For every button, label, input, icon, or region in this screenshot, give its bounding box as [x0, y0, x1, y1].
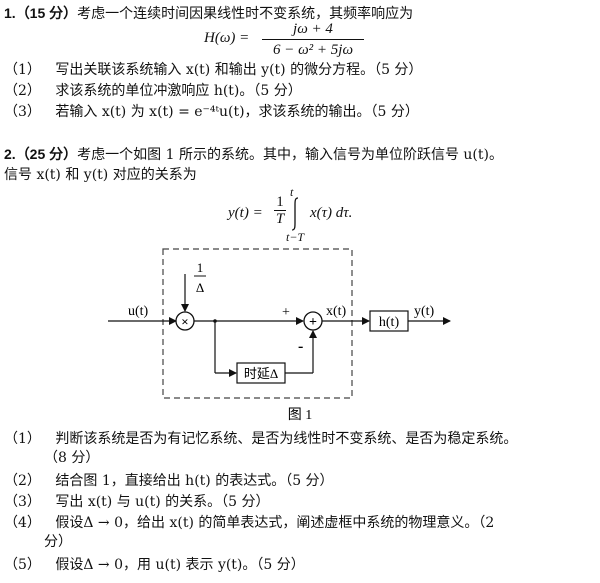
q1-item-1: （1） 写出关联该系统输入 x(t) 和输出 y(t) 的微分方程。（5 分）: [4, 61, 422, 79]
q1-item-3-text: 若输入 x(t) 为 x(t) = e⁻⁴ᵗu(t)，求该系统的输出。（5 分）: [55, 104, 419, 120]
q2-eq-upper-limit: t: [290, 185, 294, 199]
q2-eq-frac-den: T: [275, 211, 285, 227]
q2-item-5-label: （5）: [4, 557, 41, 573]
adder-plus-sign: +: [282, 305, 290, 320]
delay-label: 时延Δ: [244, 366, 278, 381]
q2-item-5: （5） 假设Δ → 0，用 u(t) 表示 y(t)。（5 分）: [4, 556, 305, 574]
q1-eq-lhs: H(ω) =: [204, 30, 250, 46]
q2-eq-lhs: y(t) =: [228, 205, 263, 221]
gain-numerator: 1: [197, 260, 204, 275]
q1-stem: 考虑一个连续时间因果线性时不变系统，其频率响应为: [77, 6, 414, 22]
q2-equation: y(t) = 1 T t t−T x(τ) dτ.: [228, 185, 378, 244]
q1-eq-fraction: jω + 4 6 − ω² + 5jω: [262, 20, 364, 59]
q1-item-2-text: 求该系统的单位冲激响应 h(t)。（5 分）: [55, 83, 302, 99]
q2-number: 2.: [4, 146, 16, 162]
q1-item-3-label: （3）: [4, 104, 41, 120]
q2-item-3-text: 写出 x(t) 与 u(t) 的关系。（5 分）: [55, 494, 270, 510]
adder-minus-sign: -: [298, 338, 303, 355]
q2-item-2-label: （2）: [4, 473, 41, 489]
q2-item-3-label: （3）: [4, 494, 41, 510]
q2-stem-line1: 考虑一个如图 1 所示的系统。其中，输入信号为单位阶跃信号 u(t)。: [77, 147, 503, 163]
q2-item-1: （1） 判断该系统是否为有记忆系统、是否为线性时不变系统、是否为稳定系统。: [4, 430, 517, 448]
q1-item-2-label: （2）: [4, 83, 41, 99]
q1-item-1-label: （1）: [4, 62, 41, 78]
q1-item-3: （3） 若输入 x(t) 为 x(t) = e⁻⁴ᵗu(t)，求该系统的输出。（…: [4, 103, 419, 121]
q1-header: 1.（15 分）考虑一个连续时间因果线性时不变系统，其频率响应为: [4, 4, 413, 23]
q2-item-5-text: 假设Δ → 0，用 u(t) 表示 y(t)。（5 分）: [55, 557, 305, 573]
dashed-subsystem-box: [162, 248, 353, 399]
q2-item-3: （3） 写出 x(t) 与 u(t) 的关系。（5 分）: [4, 493, 270, 511]
q2-eq-integrand: x(τ) dτ.: [310, 205, 353, 221]
q1-eq-fraction-bar: [262, 39, 364, 40]
q2-item-4: （4） 假设Δ → 0，给出 x(t) 的简单表达式，阐述虚框中系统的物理意义。…: [4, 514, 494, 532]
q2-item-4-continuation: 分）: [44, 534, 72, 550]
x-signal-label: x(t): [326, 304, 347, 319]
q2-stem-line2: 信号 x(t) 和 y(t) 对应的关系为: [4, 167, 197, 183]
q2-points: （25 分）: [15, 146, 78, 162]
adder-symbol: +: [309, 315, 317, 330]
q1-number: 1.: [4, 5, 16, 21]
q2-eq-frac-num: 1: [276, 194, 284, 210]
q1-eq-denominator: 6 − ω² + 5jω: [272, 42, 354, 58]
multiplier-symbol: ×: [181, 314, 188, 329]
output-label: y(t): [414, 304, 435, 319]
h-block-label: h(t): [379, 315, 400, 330]
q2-item-1-continuation: （8 分）: [44, 450, 100, 466]
q2-item-4-text: 假设Δ → 0，给出 x(t) 的简单表达式，阐述虚框中系统的物理意义。（2: [55, 515, 495, 531]
gain-denominator: Δ: [196, 280, 204, 295]
q1-points: （15 分）: [15, 5, 78, 21]
input-label: u(t): [128, 304, 149, 319]
figure-1-block-diagram: u(t) 1 Δ × + 时延Δ - + x(t) h(t) y(t) 图 1: [108, 248, 451, 423]
q2-eq-frac-bar: [274, 210, 286, 211]
q2-item-1-text: 判断该系统是否为有记忆系统、是否为线性时不变系统、是否为稳定系统。: [55, 431, 518, 447]
figure-caption: 图 1: [288, 408, 313, 423]
q2-item-4-label: （4）: [4, 515, 41, 531]
q1-eq-numerator: jω + 4: [293, 21, 333, 37]
q1-item-1-text: 写出关联该系统输入 x(t) 和输出 y(t) 的微分方程。（5 分）: [55, 62, 423, 78]
q2-eq-lower-limit: t−T: [286, 230, 305, 244]
q2-item-2-text: 结合图 1，直接给出 h(t) 的表达式。（5 分）: [55, 473, 334, 489]
q2-header: 2.（25 分）考虑一个如图 1 所示的系统。其中，输入信号为单位阶跃信号 u(…: [4, 145, 503, 164]
integral-sign-icon: [291, 197, 299, 231]
q2-item-2: （2） 结合图 1，直接给出 h(t) 的表达式。（5 分）: [4, 472, 334, 490]
q1-item-2: （2） 求该系统的单位冲激响应 h(t)。（5 分）: [4, 82, 302, 100]
q2-item-1-label: （1）: [4, 431, 41, 447]
q2-eq-fraction: 1 T: [274, 194, 286, 227]
